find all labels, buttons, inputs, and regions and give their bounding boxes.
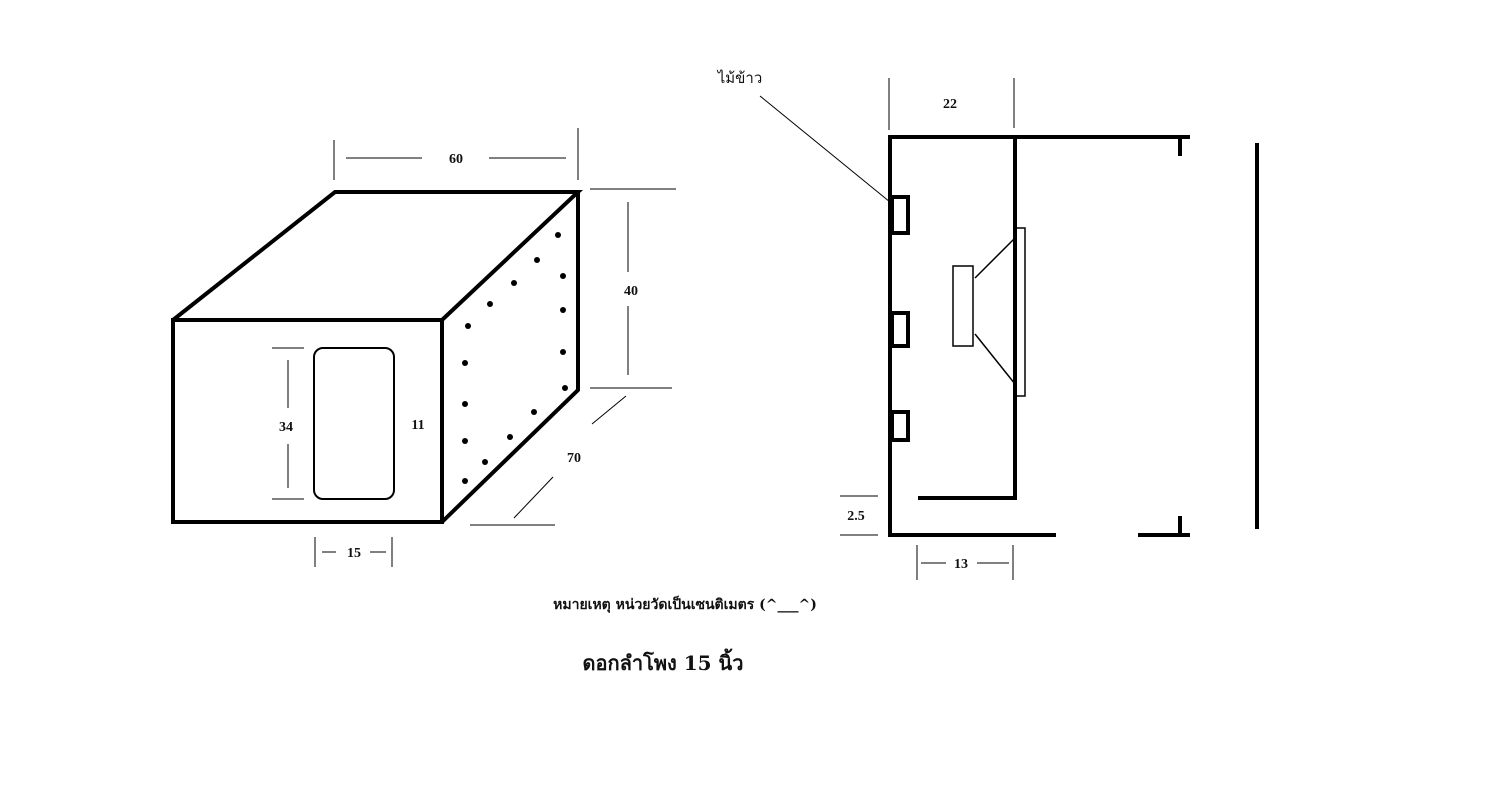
port-opening [313, 347, 395, 500]
box-cross-section [888, 135, 1259, 537]
wood-strip-1 [890, 195, 910, 235]
dim-side-depth-label: 22 [943, 97, 957, 112]
wood-strip-label: ไม้ข้าว [717, 69, 763, 87]
box-isometric [171, 190, 584, 524]
speaker-driver [952, 227, 1026, 397]
box-front-face [171, 318, 444, 524]
section-baffle [918, 137, 1017, 500]
dim-port-height-label: 34 [279, 420, 293, 435]
dim-port-width-label: 15 [347, 546, 361, 561]
units-note: หมายเหตุ หน่วยวัดเป็นเซนติเมตร (^___^) [553, 595, 817, 613]
box-top-face [171, 190, 584, 322]
dim-port-offset-label: 11 [411, 418, 424, 433]
wood-strip-2 [890, 311, 910, 348]
dim-wall-label: 2.5 [847, 509, 865, 524]
box-side-face [440, 192, 580, 524]
side-screw-dots [462, 232, 568, 484]
wood-strip-leader [759, 95, 891, 203]
dim-height-label: 40 [624, 284, 638, 299]
wood-strip-3 [890, 410, 910, 442]
section-outer-wall [888, 135, 1190, 537]
section-dimension-lines [840, 78, 1015, 580]
dim-depth-label: 70 [567, 451, 581, 466]
dim-baffle-label: 13 [954, 557, 968, 572]
speaker-size-title: ดอกลำโพง 15 นิ้ว [583, 648, 744, 675]
box-dimension-lines [272, 128, 676, 567]
dim-width-label: 60 [449, 152, 463, 167]
